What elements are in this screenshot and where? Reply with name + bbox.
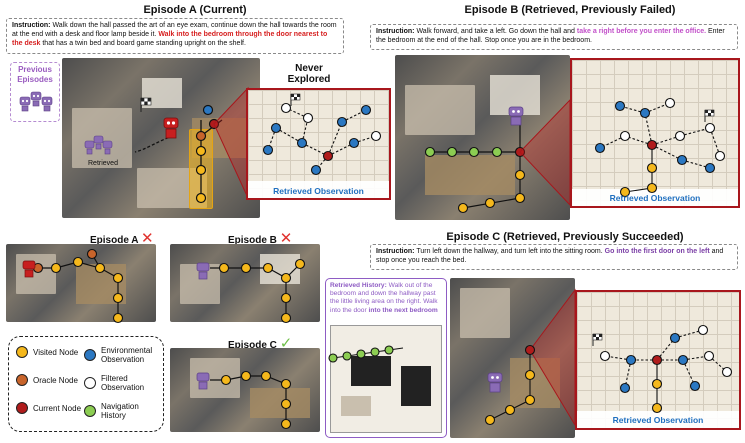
retrieved-observation-c-label: Retrieved Observation	[612, 415, 704, 425]
sub-episode-c-label: Episode C	[228, 340, 277, 351]
instruction-a-highlight: Walk into the bedroom through the door n…	[12, 31, 328, 48]
never-explored-label: Never Explored	[287, 63, 331, 85]
robot-icon-sub-a	[22, 260, 36, 278]
filtered-observation-swatch	[84, 377, 96, 389]
previous-episodes-label: Previous Episodes	[17, 65, 53, 84]
instruction-b-box: Instruction: Walk forward, and take a le…	[370, 24, 738, 50]
instruction-c-text: Turn left down the hallway, and turn lef…	[416, 248, 603, 255]
sub-episode-b-label: Episode B	[228, 235, 277, 246]
episode-a-title: Episode A (Current)	[143, 4, 247, 16]
retrieved-history-box: Retrieved History: Walk out of the bedro…	[325, 278, 447, 438]
oracle-node-swatch	[16, 374, 28, 386]
legend-current-label: Current Node	[33, 403, 82, 413]
episode-b-map	[395, 55, 570, 220]
zoom-c-graph	[592, 324, 733, 414]
environmental-observation-swatch	[84, 349, 96, 361]
instruction-c-label: Instruction:	[376, 248, 415, 255]
instruction-a-tail: that has a twin bed and board game stand…	[42, 40, 246, 48]
robot-icon-sub-c	[196, 372, 210, 390]
zoom-b-graph	[594, 97, 726, 198]
retrieved-history-highlight: into the next bedroom	[368, 306, 438, 314]
retrieved-label: Retrieved	[88, 160, 118, 167]
instruction-b-tail: Enter the bedroom at the end of the hall…	[376, 28, 725, 45]
legend-environmental-label: Environmental Observation	[101, 346, 153, 364]
fail-icon-a: ✕	[140, 230, 154, 247]
robot-group-retrieved-icon	[84, 135, 113, 155]
instruction-b-highlight: take a right before you enter the office…	[576, 28, 707, 35]
robot-icon-episode-c	[487, 372, 503, 393]
current-node-swatch	[16, 402, 28, 414]
instruction-c-highlight: Go into the first door on the left	[604, 248, 710, 255]
fail-icon-b: ✕	[279, 230, 293, 247]
retrieved-history-text: Retrieved History: Walk out of the bedro…	[330, 282, 442, 315]
legend-filtered-label: Filtered Observation	[101, 374, 145, 392]
retrieved-history-map	[330, 325, 442, 433]
visited-node-swatch	[16, 346, 28, 358]
episode-b-title: Episode B (Retrieved, Previously Failed)	[464, 4, 676, 16]
instruction-b-label: Instruction:	[376, 28, 415, 35]
retrieved-history-label: Retrieved History:	[330, 282, 387, 289]
sub-episode-b-title: Episode B ✕	[228, 229, 292, 247]
sub-episode-c-title: Episode C ✓	[228, 334, 292, 352]
robot-group-icon	[19, 91, 53, 112]
legend-oracle-node: Oracle Node	[16, 374, 82, 386]
robot-icon-sub-b	[196, 262, 210, 280]
sub-episode-a-title: Episode A ✕	[90, 229, 154, 247]
instruction-a-text: Walk down the hall passed the art of an …	[12, 22, 337, 39]
legend-filtered-observation: Filtered Observation	[84, 374, 162, 392]
robot-icon-current	[163, 117, 179, 139]
legend-environmental-observation: Environmental Observation	[84, 346, 162, 364]
retrieved-history-graph	[328, 345, 404, 363]
retrieved-history-body: Walk out of the bedroom and down the hal…	[330, 282, 438, 314]
success-icon-c: ✓	[279, 335, 293, 352]
legend-history-label: Navigation History	[101, 402, 139, 420]
instruction-a-box: Instruction: Walk down the hall passed t…	[6, 18, 344, 54]
legend-visited-label: Visited Node	[33, 347, 79, 357]
flag-icon	[140, 97, 152, 112]
sub-episode-c-map	[170, 348, 320, 432]
instruction-c-tail: and stop once you reach the bed.	[376, 248, 724, 265]
navigation-history-swatch	[84, 405, 96, 417]
legend-visited-node: Visited Node	[16, 346, 86, 358]
sub-episode-a-label: Episode A	[90, 235, 139, 246]
legend-current-node: Current Node	[16, 402, 82, 414]
robot-icon-episode-b	[508, 106, 524, 126]
legend-oracle-label: Oracle Node	[33, 375, 78, 385]
legend-navigation-history: Navigation History	[84, 402, 162, 420]
retrieved-observation-b-label: Retrieved Observation	[609, 193, 701, 203]
zoom-a-graph	[262, 93, 382, 176]
instruction-c-box: Instruction: Turn left down the hallway,…	[370, 244, 738, 270]
instruction-a-label: Instruction:	[12, 22, 51, 29]
retrieved-observation-a-label: Retrieved Observation	[273, 186, 364, 196]
instruction-b-text: Walk forward, and take a left. Go down t…	[416, 28, 575, 35]
episode-c-title: Episode C (Retrieved, Previously Succeed…	[446, 231, 684, 243]
